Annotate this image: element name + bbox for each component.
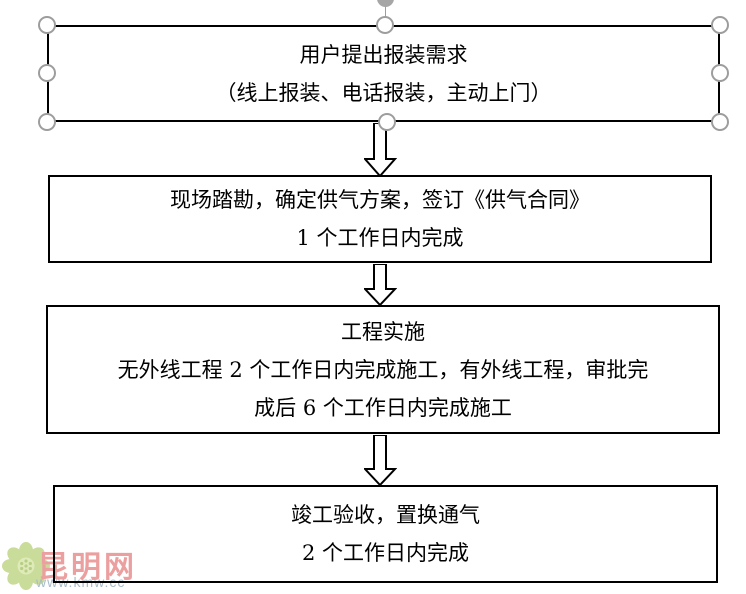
rotation-handle[interactable] — [377, 0, 394, 7]
resize-handle-middle-left[interactable] — [38, 64, 56, 82]
flow-box-line: 现场踏勘，确定供气方案，签订《供气合同》 — [170, 188, 590, 212]
resize-handle-bottom-middle[interactable] — [378, 113, 396, 131]
down-arrow-icon[interactable] — [364, 435, 397, 486]
resize-handle-bottom-right[interactable] — [711, 113, 729, 131]
down-arrow-icon[interactable] — [364, 264, 397, 306]
flow-box-survey[interactable]: 现场踏勘，确定供气方案，签订《供气合同》 1 个工作日内完成 — [48, 175, 712, 263]
flow-box-line: 1 个工作日内完成 — [296, 226, 464, 250]
flow-box-line: （线上报装、电话报装，主动上门） — [215, 80, 552, 105]
flow-box-line: 成后 6 个工作日内完成施工 — [254, 395, 512, 420]
resize-handle-middle-right[interactable] — [711, 64, 729, 82]
flow-box-line: 无外线工程 2 个工作日内完成施工，有外线工程，审批完 — [117, 357, 649, 382]
flower-logo-icon — [2, 542, 50, 590]
resize-handle-top-left[interactable] — [38, 16, 56, 34]
resize-handle-top-middle[interactable] — [376, 16, 394, 34]
flow-box-construction[interactable]: 工程实施 无外线工程 2 个工作日内完成施工，有外线工程，审批完 成后 6 个工… — [46, 305, 720, 434]
flow-box-line: 2 个工作日内完成 — [301, 541, 470, 565]
flow-box-line: 工程实施 — [341, 319, 425, 344]
resize-handle-top-right[interactable] — [711, 16, 729, 34]
flow-box-line: 用户提出报装需求 — [299, 42, 468, 67]
rotation-handle-connector — [385, 6, 386, 18]
flow-box-line: 竣工验收，置换通气 — [291, 503, 480, 527]
down-arrow-icon[interactable] — [364, 123, 397, 177]
resize-handle-bottom-left[interactable] — [38, 113, 56, 131]
flow-box-acceptance[interactable]: 竣工验收，置换通气 2 个工作日内完成 — [53, 485, 718, 583]
flow-box-request[interactable]: 用户提出报装需求 （线上报装、电话报装，主动上门） — [47, 25, 720, 122]
